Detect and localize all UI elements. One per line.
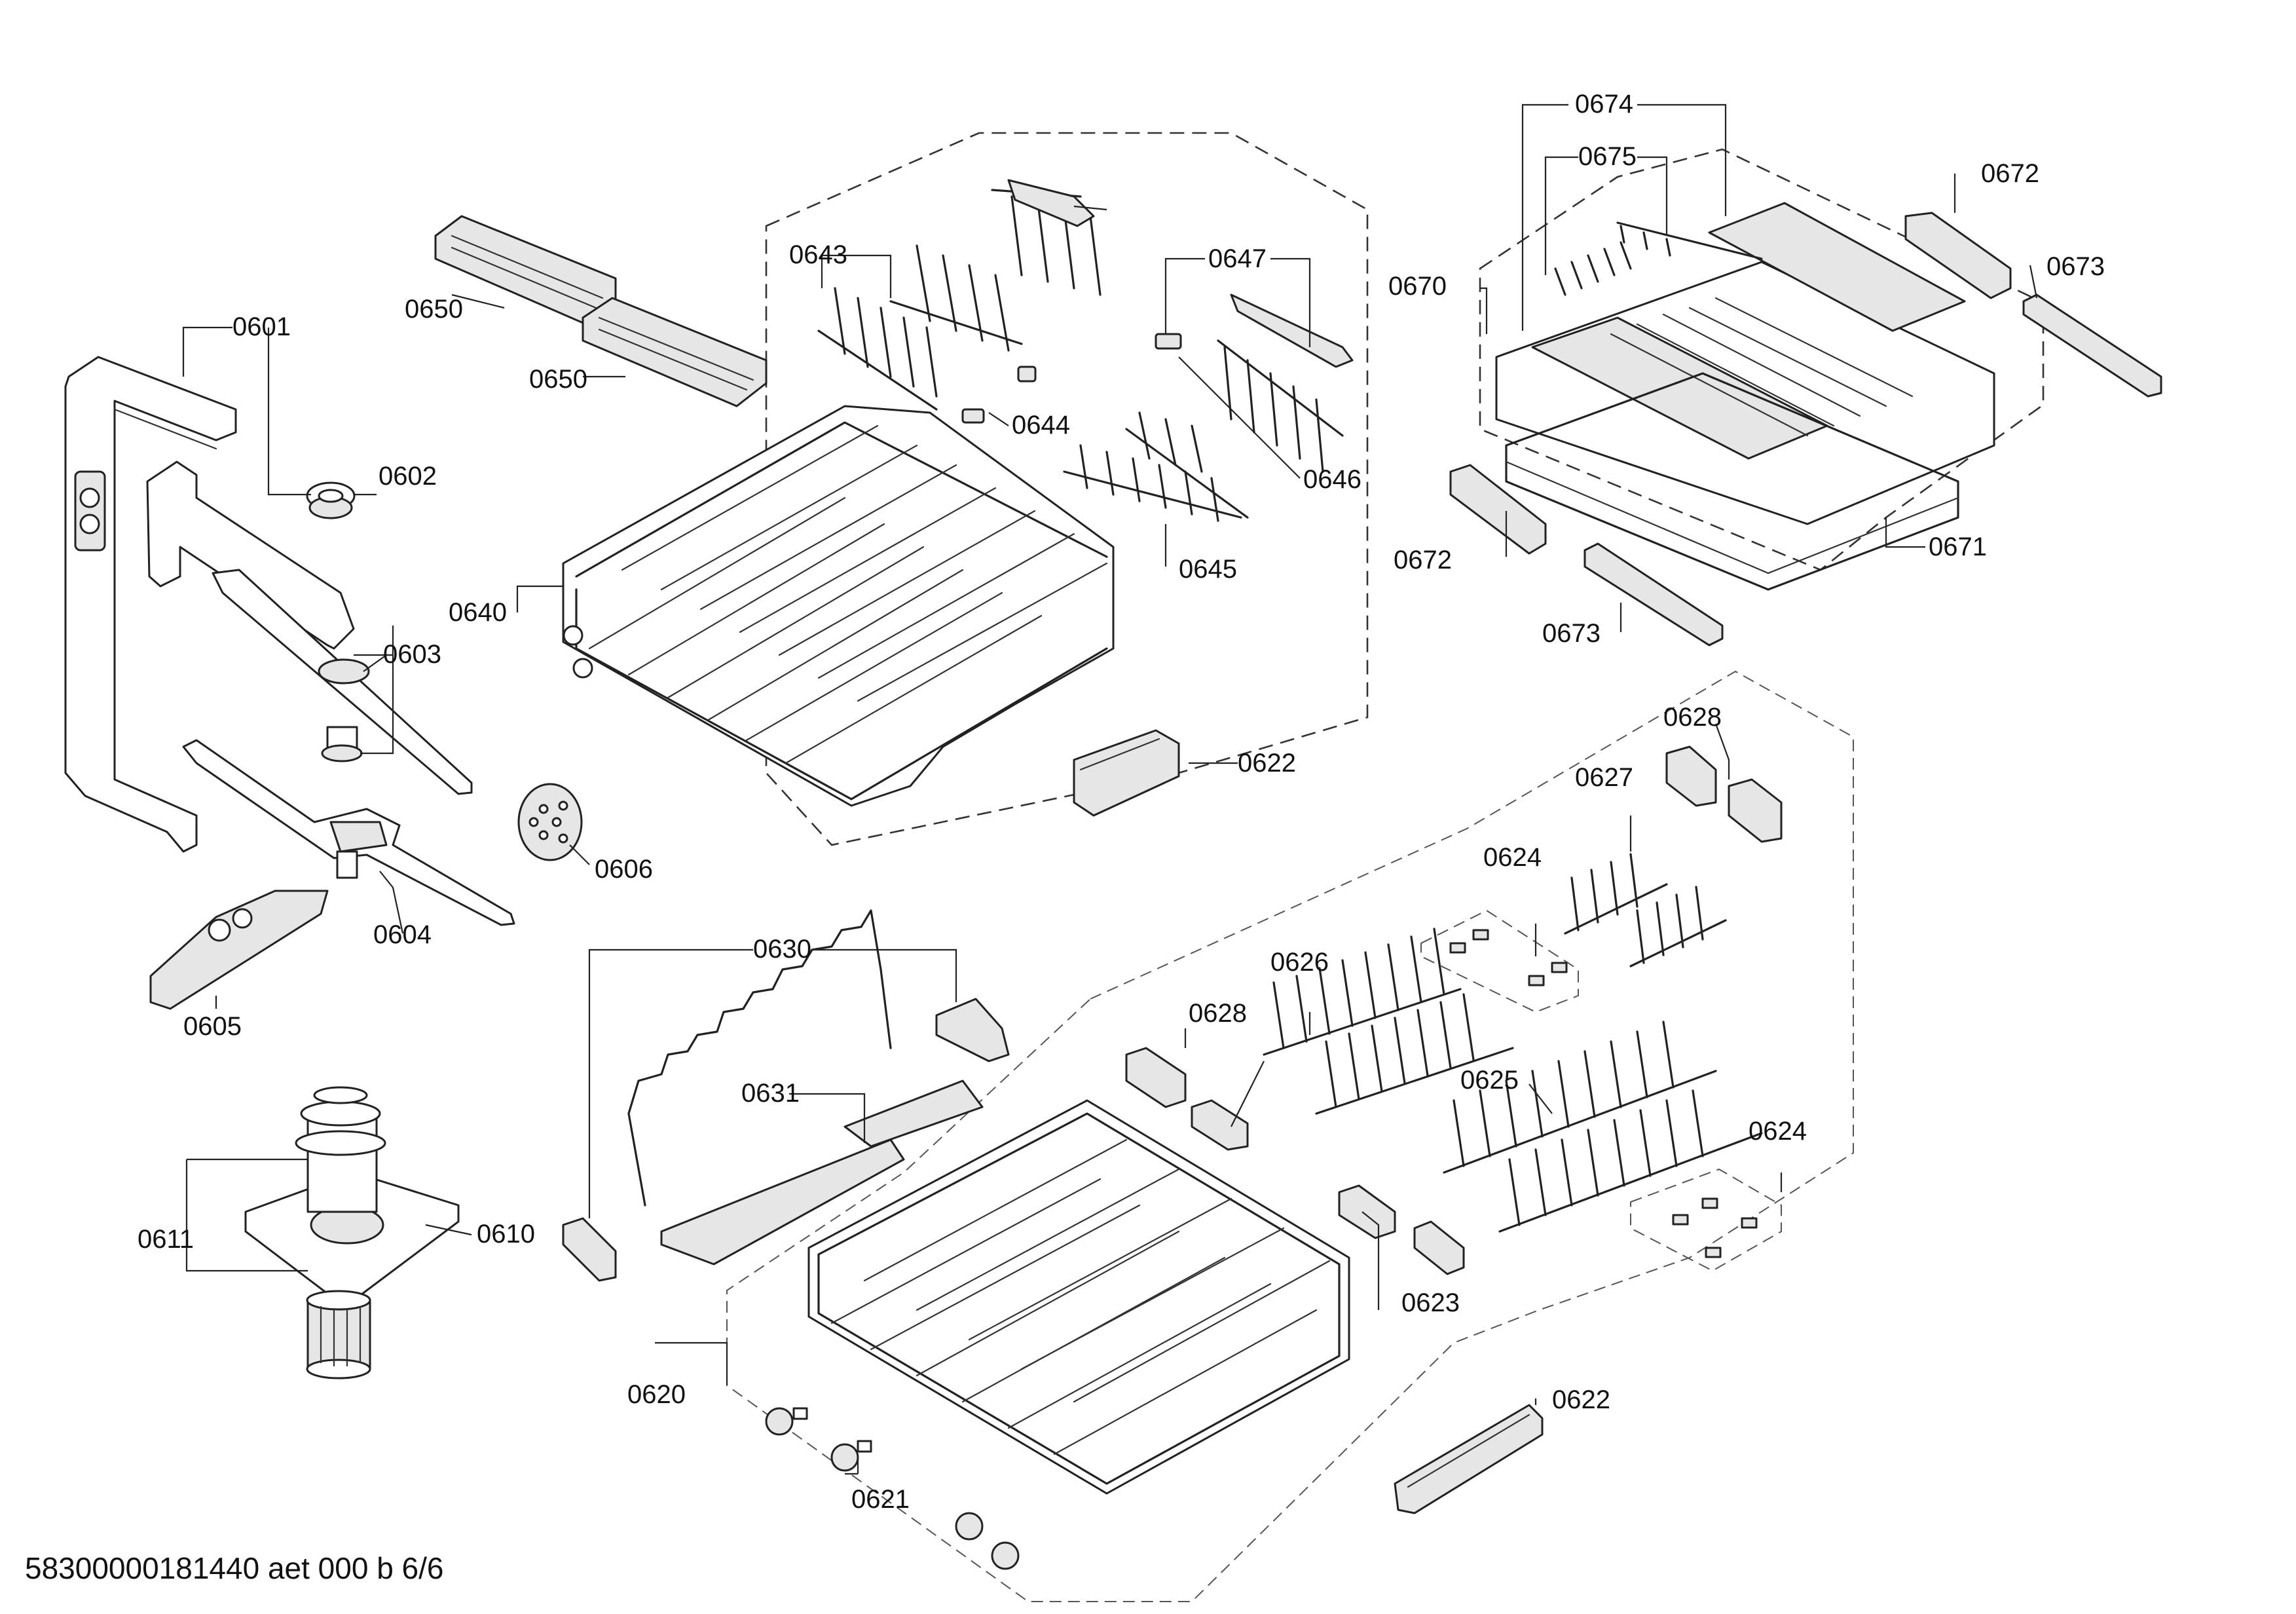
label-0673-bottom: 0673 — [1542, 619, 1601, 648]
label-0603: 0603 — [383, 640, 441, 669]
label-0606: 0606 — [595, 855, 653, 884]
label-0605: 0605 — [183, 1012, 242, 1041]
part-labels: 0601 0602 0603 0604 0605 0606 0610 0611 … — [138, 90, 2105, 1514]
deflector-0605 — [149, 890, 329, 1010]
top-tray-group-outline — [1479, 148, 2045, 571]
label-0623: 0623 — [1401, 1288, 1460, 1317]
label-0647: 0647 — [1208, 244, 1267, 273]
label-0674: 0674 — [1575, 90, 1633, 119]
upper-basket-group-outline — [765, 132, 1369, 846]
label-0624-top: 0624 — [1483, 843, 1542, 872]
filter-disc-0606 — [517, 783, 583, 861]
label-0640: 0640 — [449, 598, 507, 627]
connector-0602 — [306, 481, 356, 519]
label-0643: 0643 — [789, 240, 847, 269]
label-0624-bottom: 0624 — [1749, 1117, 1807, 1146]
lower-spray-arm-0604 — [182, 739, 515, 926]
fold-rack-0630-0631 — [562, 909, 1010, 1282]
supply-pipe-0601 — [64, 356, 237, 853]
label-0646: 0646 — [1303, 465, 1361, 494]
label-0628-mid: 0628 — [1189, 999, 1247, 1028]
label-0631: 0631 — [741, 1079, 800, 1108]
label-0675: 0675 — [1578, 142, 1637, 171]
clips-0644 — [961, 333, 1182, 424]
label-0644: 0644 — [1012, 411, 1070, 440]
label-0673-top: 0673 — [2046, 252, 2105, 281]
label-0650-top: 0650 — [405, 295, 463, 324]
tine-racks-upper — [817, 179, 1354, 522]
side-rails-0672-0673 — [1449, 212, 2162, 647]
upper-basket-0640 — [562, 405, 1115, 807]
cutlery-basket-0622-lower — [1394, 1404, 1544, 1514]
label-0620: 0620 — [627, 1380, 686, 1409]
clip-sets-0624 — [1420, 909, 1782, 1272]
clips-0623-0628 — [1125, 745, 1783, 1275]
lower-basket-group-outline — [726, 670, 1854, 1602]
label-0645: 0645 — [1179, 555, 1237, 584]
cup-shelves-0650 — [434, 215, 768, 407]
label-0672-top: 0672 — [1981, 159, 2039, 188]
cutlery-tray-0670 — [1495, 202, 1995, 591]
label-0650-bottom: 0650 — [529, 365, 587, 394]
tine-racks-lower — [1263, 853, 1763, 1233]
lower-basket-0620 — [807, 1099, 1350, 1495]
label-0601: 0601 — [232, 312, 291, 341]
label-0621: 0621 — [851, 1485, 910, 1514]
filter-assembly-0610-0611 — [244, 1086, 460, 1379]
label-0628-top: 0628 — [1663, 703, 1722, 732]
document-id: 58300000181440 aet 000 b 6/6 — [25, 1551, 444, 1585]
label-0610: 0610 — [477, 1220, 535, 1248]
label-0671: 0671 — [1929, 533, 1987, 561]
label-0602: 0602 — [379, 462, 437, 491]
label-0672-bottom: 0672 — [1394, 546, 1452, 574]
wheels-0621 — [765, 1407, 1020, 1570]
label-0627: 0627 — [1575, 763, 1633, 792]
cutlery-box-0622-upper — [1073, 729, 1180, 817]
label-0604: 0604 — [373, 920, 432, 949]
label-0626: 0626 — [1270, 948, 1329, 977]
label-0622-upper: 0622 — [1238, 749, 1296, 778]
label-0630: 0630 — [753, 935, 811, 964]
leader-lines — [182, 103, 2038, 1475]
label-0625: 0625 — [1460, 1066, 1519, 1095]
label-0611: 0611 — [138, 1225, 194, 1254]
label-0622-lower: 0622 — [1552, 1385, 1610, 1414]
upper-spray-arm-0603 — [146, 460, 473, 795]
label-0670: 0670 — [1388, 272, 1447, 301]
